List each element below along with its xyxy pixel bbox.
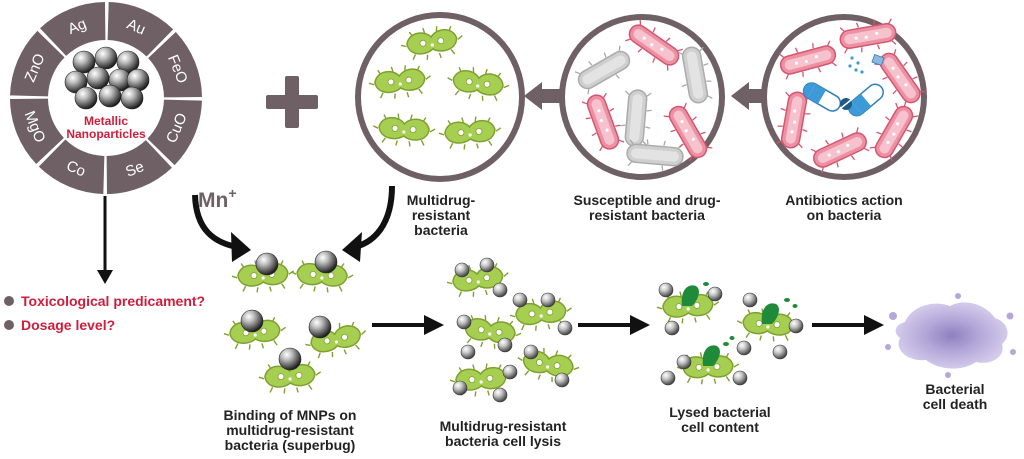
cell-content-icon [681, 282, 798, 366]
ring-center-label: Metallic [84, 114, 128, 128]
dead-cell-icon [885, 293, 1016, 378]
antibiotics-label: Antibiotics action on bacteria [774, 193, 914, 223]
label-line: Lysed bacterial [669, 404, 771, 420]
ring-segment [38, 139, 105, 194]
arrow-to-multidrug-icon [524, 82, 562, 110]
label-line: bacteria cell lysis [445, 433, 561, 449]
bullet-icon [4, 296, 14, 306]
ring-segment-label: Se [123, 158, 146, 181]
tablet-icon [840, 98, 852, 110]
susceptible-circle [559, 14, 725, 180]
concern-text: Dosage level? [21, 317, 116, 333]
ring-segment [10, 98, 64, 164]
arrow-to-susceptible-icon [731, 82, 764, 110]
label-line: cell content [681, 419, 759, 435]
lysed-cluster [655, 282, 804, 386]
ring-segment [10, 30, 65, 97]
plus-icon [266, 76, 318, 128]
ion-label: Mn+ [198, 185, 237, 212]
nanoparticle-icon [308, 315, 332, 339]
label-line: cell death [922, 396, 988, 412]
multidrug-circle [355, 12, 525, 182]
death-label: Bacterial cell death [905, 382, 1005, 412]
lysis-cluster [444, 257, 583, 403]
label-line: Bacterial [925, 381, 985, 397]
ring-center-label: Nanoparticles [66, 127, 146, 141]
nanoparticle-icon [120, 86, 144, 110]
binding-cluster [221, 250, 371, 396]
lysed-label: Lysed bacterial cell content [660, 405, 780, 435]
ring-segment-label: Ag [65, 15, 88, 38]
drug-fragment-icon [871, 54, 885, 66]
concern-dosage: Dosage level? [4, 317, 115, 333]
multidrug-label: Multidrug- resistant bacteria [382, 193, 500, 238]
antibiotics-circle [761, 14, 930, 180]
susceptible-label: Susceptible and drug- resistant bacteria [562, 193, 732, 223]
concern-text: Toxicological predicament? [21, 293, 206, 309]
label-line: bacteria [414, 222, 468, 238]
label-line: bacteria (superbug) [224, 437, 356, 453]
label-line: resistant bacteria [589, 207, 705, 223]
ring-segment [107, 2, 174, 57]
nanoparticle-icon [94, 46, 118, 70]
concern-toxicological: Toxicological predicament? [4, 293, 205, 309]
nanoparticle-icon [98, 84, 122, 108]
nanoparticle-icon [255, 252, 279, 276]
ring-segment [148, 32, 202, 98]
ring-segment [40, 2, 106, 56]
nanoparticle-icon [314, 250, 338, 274]
label-line: Binding of MNPs on [223, 407, 357, 423]
curved-arrow-from-ring-icon [192, 194, 251, 262]
ring-segment-label: Au [124, 16, 148, 39]
nanoparticle-icon [72, 50, 96, 74]
drug-particles-icon [848, 56, 864, 74]
bullet-icon [4, 320, 14, 330]
label-line: multidrug-resistant [226, 422, 354, 438]
curved-arrow-from-multidrug-icon [342, 185, 395, 262]
ring-segment [147, 99, 202, 166]
binding-label: Binding of MNPs on multidrug-resistant b… [202, 408, 378, 453]
arrow-to-concerns-icon [97, 196, 113, 284]
lysis-label: Multidrug-resistant bacteria cell lysis [428, 419, 578, 449]
label-line: Multidrug- [406, 192, 476, 208]
ring-segment-label: Co [64, 157, 88, 180]
label-line: on bacteria [806, 207, 882, 223]
nanoparticle-icon [278, 347, 302, 371]
label-line: Multidrug-resistant [439, 418, 567, 434]
nanoparticle-icon [240, 309, 264, 333]
nanoparticle-icon [74, 86, 98, 110]
label-line: Susceptible and drug- [573, 192, 721, 208]
ring-segment [106, 140, 172, 194]
label-line: Antibiotics action [785, 192, 903, 208]
label-line: resistant [411, 207, 471, 223]
